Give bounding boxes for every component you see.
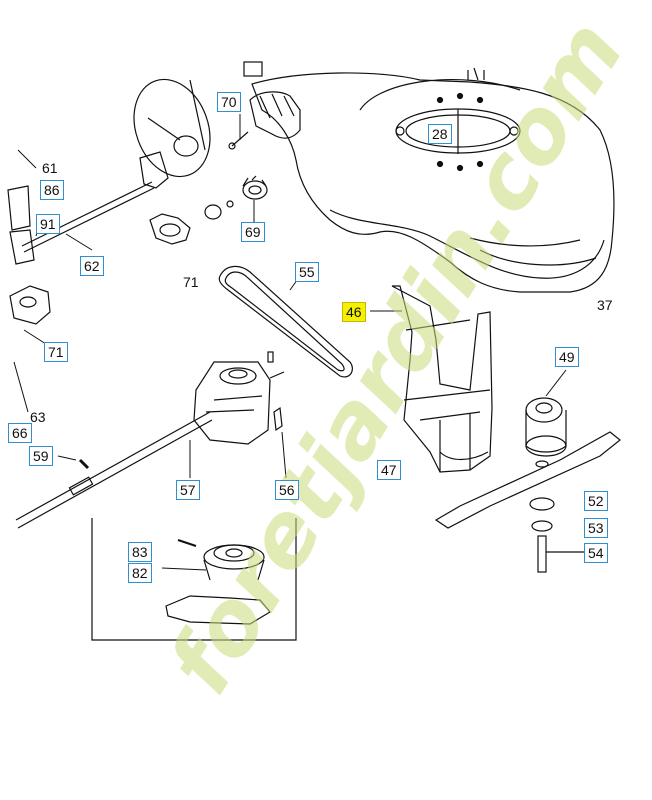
wheel-bracket-upper <box>139 151 191 245</box>
gearbox <box>193 351 285 445</box>
height-rod <box>7 181 155 265</box>
callout-53: 53 <box>584 518 608 538</box>
belt-guard <box>391 285 493 473</box>
callout-54: 54 <box>584 543 608 563</box>
callout-61: 61 <box>42 160 58 176</box>
leader-lines <box>13 114 567 571</box>
wheel-bracket-lower <box>9 285 51 325</box>
callout-69: 69 <box>241 222 265 242</box>
callout-83: 83 <box>128 542 152 562</box>
gear-pulley-assembly <box>91 518 297 641</box>
screw <box>228 131 249 150</box>
callout-71-upper: 71 <box>183 274 199 290</box>
callout-82: 82 <box>128 563 152 583</box>
blade-assembly <box>434 397 621 573</box>
callout-70: 70 <box>217 92 241 112</box>
drive-shaft <box>15 411 213 529</box>
callout-52: 52 <box>584 491 608 511</box>
callout-86: 86 <box>40 180 64 200</box>
callout-59: 59 <box>29 446 53 466</box>
deck-mount <box>395 67 521 172</box>
pins <box>78 406 283 470</box>
drive-pulley <box>204 175 268 220</box>
mower-deck <box>251 72 615 293</box>
callout-91: 91 <box>36 214 60 234</box>
callout-66: 66 <box>8 423 32 443</box>
discharge-chute <box>243 61 301 139</box>
callout-62: 62 <box>80 256 104 276</box>
callout-47: 47 <box>377 460 401 480</box>
callout-57: 57 <box>176 480 200 500</box>
drive-belt <box>218 265 353 378</box>
callout-37: 37 <box>597 297 613 313</box>
callout-55: 55 <box>295 262 319 282</box>
callout-56: 56 <box>275 480 299 500</box>
callout-71-lower: 71 <box>44 342 68 362</box>
callout-46-highlighted: 46 <box>342 302 366 322</box>
rear-wheel <box>133 78 211 178</box>
callout-28: 28 <box>428 124 452 144</box>
callout-49: 49 <box>555 347 579 367</box>
callout-63: 63 <box>30 409 46 425</box>
